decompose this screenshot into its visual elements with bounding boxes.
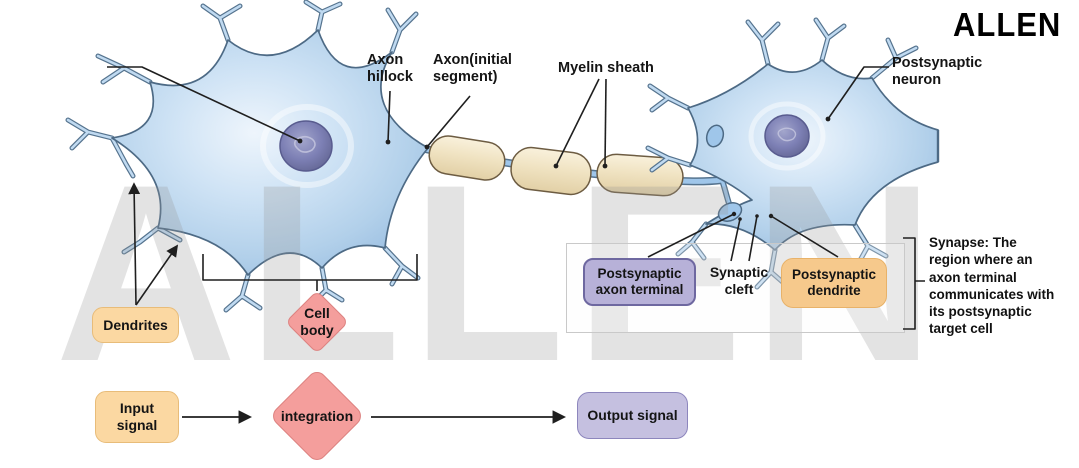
postsynaptic-neuron-pointer xyxy=(827,66,889,120)
input-signal-box: Input signal xyxy=(95,391,179,443)
myelin-pointer-2 xyxy=(604,78,607,167)
cell-body-soma xyxy=(111,29,429,276)
cell-body-label: Cell body xyxy=(300,305,334,338)
integration-label: integration xyxy=(280,407,354,424)
axon-hillock-label: Axon hillock xyxy=(367,52,413,86)
cleft-pointer-2 xyxy=(748,215,758,262)
cell-body-diamond: Cell body xyxy=(285,290,349,354)
postsynaptic-dendrite-box: Postsynaptic dendrite xyxy=(781,258,887,308)
nucleus xyxy=(764,114,810,158)
integration-diamond: integration xyxy=(268,367,366,465)
myelin-pointer-1 xyxy=(555,78,600,167)
postsynaptic-dendrite-pointer xyxy=(770,215,839,258)
nucleus xyxy=(279,120,333,172)
axon-initial-segment-label: Axon(initial segment) xyxy=(433,52,512,86)
myelin-segment xyxy=(510,146,592,196)
postsynaptic-neuron-label: Postsynaptic neuron xyxy=(892,55,983,89)
cell-body-soma xyxy=(687,59,939,251)
dendrites-label-box: Dendrites xyxy=(92,307,179,343)
postsynaptic-neuron xyxy=(645,17,940,290)
allen-logo: ALLEN xyxy=(953,6,1062,44)
synaptic-cleft-label: Synaptic cleft xyxy=(709,264,769,297)
output-signal-box: Output signal xyxy=(577,392,688,439)
upper-bouton xyxy=(705,124,725,148)
synapse-definition-note: Synapse: The region where an axon termin… xyxy=(929,235,1055,337)
cleft-pointer-1 xyxy=(730,218,741,262)
cell-body-bracket xyxy=(202,254,418,291)
myelin-segment xyxy=(428,135,506,181)
axon-hillock-pointer xyxy=(387,90,391,143)
axon-terminal-boutons xyxy=(705,124,743,222)
lower-bouton xyxy=(717,202,743,222)
presynaptic-neuron xyxy=(65,0,429,313)
axon-initial-pointer xyxy=(426,95,471,148)
dendrites-arrow-2 xyxy=(135,244,179,306)
postsynaptic-axon-terminal-box: Postsynaptic axon terminal xyxy=(583,258,696,306)
synapse-bracket xyxy=(903,237,925,330)
myelin-sheath-label: Myelin sheath xyxy=(558,60,654,76)
pointer-dots xyxy=(297,116,831,221)
axon-terminal-pointer xyxy=(647,213,735,258)
dendrites-arrow-1 xyxy=(128,182,141,306)
nucleus-pointer-line xyxy=(107,66,301,142)
